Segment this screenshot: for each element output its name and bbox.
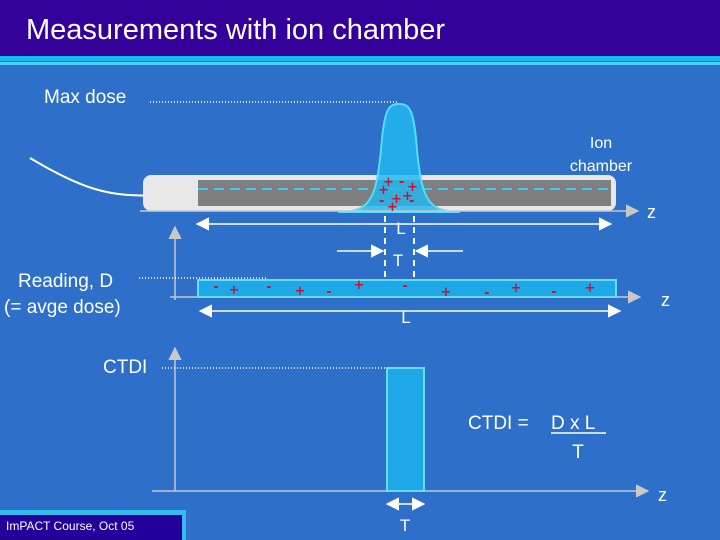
ion-chamber-label-line2: chamber <box>570 158 633 175</box>
chamber-cable <box>29 157 156 197</box>
reading-length-label: L <box>401 308 410 327</box>
charge-plus: + <box>354 278 365 293</box>
ion-chamber-label-line1: Ion <box>590 135 612 152</box>
charge-plus: + <box>391 192 402 207</box>
z-axis-1-label: z <box>647 202 656 222</box>
max-dose-label: Max dose <box>44 87 126 108</box>
ctdi-width-label: T <box>400 516 410 535</box>
charge-plus: + <box>407 180 418 195</box>
title-bar <box>0 0 720 56</box>
reading-label-line1: Reading, D <box>18 271 113 292</box>
dose-profile-peak <box>337 102 461 213</box>
charge-plus: + <box>229 283 240 298</box>
footer-text: ImPACT Course, Oct 05 <box>6 519 135 533</box>
charge-minus: - <box>484 286 489 301</box>
charge-minus: - <box>326 285 331 300</box>
charge-minus: - <box>402 279 407 294</box>
reading-label-line2: (= avge dose) <box>4 297 121 318</box>
charge-minus: - <box>379 194 384 209</box>
beam-width-label: T <box>393 251 403 270</box>
charge-minus: - <box>399 175 404 190</box>
charge-plus: + <box>585 281 596 296</box>
charge-plus: + <box>511 281 522 296</box>
average-dose-bar <box>197 279 617 298</box>
charge-plus: + <box>295 284 306 299</box>
chamber-length-label: L <box>396 219 405 238</box>
charge-minus: - <box>266 280 271 295</box>
ctdi-formula-numerator: D x L <box>551 413 595 434</box>
title-underline-secondary <box>0 62 720 65</box>
footer-box <box>0 515 182 540</box>
ctdi-label: CTDI <box>103 357 147 378</box>
charge-minus: - <box>409 194 414 209</box>
reading-charges: -+-+-+-+-+-+ <box>213 278 595 301</box>
charge-plus: + <box>378 183 389 198</box>
ctdi-formula-denominator: T <box>572 442 584 463</box>
charge-plus: + <box>383 175 394 190</box>
charge-minus: - <box>551 285 556 300</box>
z-axis-3-label: z <box>658 485 667 505</box>
ionization-charges: + - + + + + - - + <box>378 175 418 215</box>
title-underline <box>0 56 720 61</box>
charge-plus: + <box>387 200 398 215</box>
ctdi-bar <box>386 367 425 492</box>
charge-plus: + <box>441 285 452 300</box>
ctdi-formula-lhs: CTDI = <box>468 413 534 434</box>
charge-plus: + <box>402 189 413 204</box>
slide-title: Measurements with ion chamber <box>26 14 446 46</box>
charge-minus: - <box>213 280 218 295</box>
z-axis-2-label: z <box>661 290 670 310</box>
